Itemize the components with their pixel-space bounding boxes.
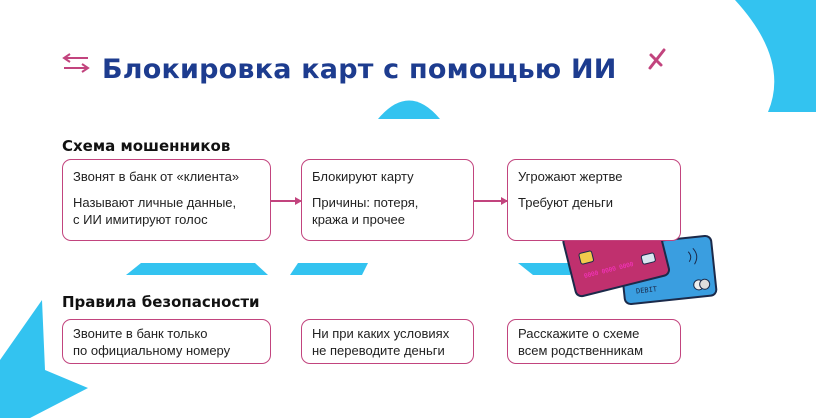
scheme-step-1: Звонят в банк от «клиента» Называют личн…: [62, 159, 271, 241]
arrow-icon: [474, 197, 508, 204]
arrow-icon: [271, 197, 302, 204]
rule-2: Ни при каких условиях не переводите день…: [301, 319, 474, 364]
rule-1: Звоните в банк только по официальному но…: [62, 319, 271, 364]
scheme-step-2: Блокируют карту Причины: потеря, кража и…: [301, 159, 474, 241]
stripe-2: [290, 263, 368, 275]
scheme-step-3: Угрожают жертве Требуют деньги: [507, 159, 681, 241]
rule-3: Расскажите о схеме всем родственникам: [507, 319, 681, 364]
stripe-3: [518, 263, 575, 275]
step-detail: Требуют деньги: [518, 195, 613, 210]
svg-text:DEBIT: DEBIT: [636, 285, 659, 295]
step-detail: Называют личные данные, с ИИ имитируют г…: [73, 195, 237, 227]
x-mark-icon: [648, 48, 666, 70]
half-circle-shape: [378, 100, 440, 119]
top-right-swoosh: [735, 0, 816, 112]
step-detail: Причины: потеря, кража и прочее: [312, 195, 419, 227]
page-title: Блокировка карт с помощью ИИ: [102, 54, 617, 85]
step-title: Угрожают жертве: [518, 169, 623, 184]
bottom-left-shape: [0, 300, 88, 418]
scheme-heading: Схема мошенников: [62, 137, 231, 155]
stripe-1: [126, 263, 268, 275]
step-title: Звонят в банк от «клиента»: [73, 169, 240, 184]
step-title: Блокируют карту: [312, 169, 414, 184]
arrows-icon: [62, 53, 90, 73]
rules-heading: Правила безопасности: [62, 293, 260, 311]
